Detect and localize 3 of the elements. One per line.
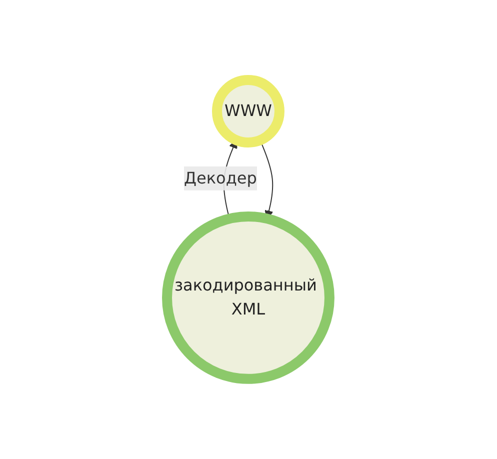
- edge-label: Декодер: [184, 168, 258, 188]
- node-circle: закодированный XML: [162, 212, 335, 384]
- node-circle: WWW: [212, 75, 285, 148]
